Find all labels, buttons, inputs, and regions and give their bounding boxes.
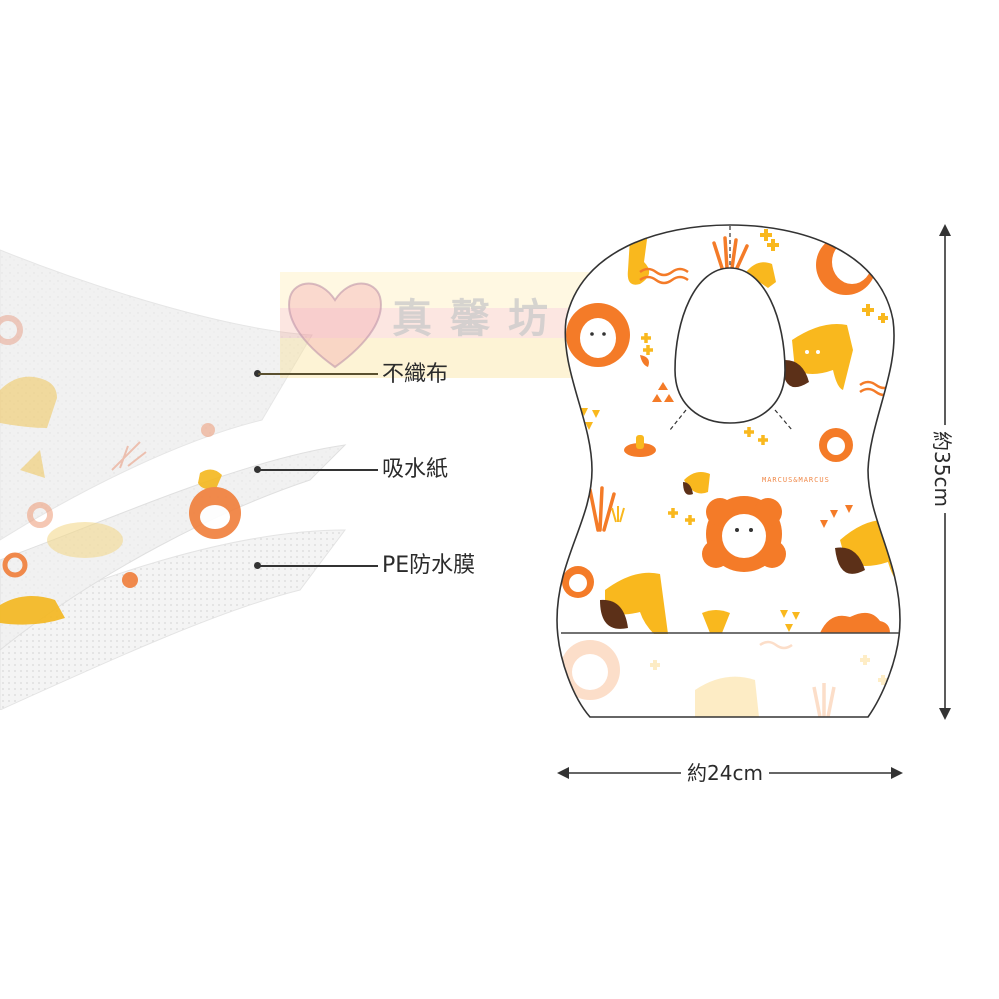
absorbent-paper-layer xyxy=(0,444,347,651)
watermark-title: 真馨坊 xyxy=(392,295,566,342)
layer-label-non-woven: 不織布 xyxy=(382,362,449,387)
brand-logo: MARCUS&MARCUS xyxy=(762,476,830,484)
watermark-band-bottom xyxy=(280,338,606,378)
leader-dot-pe-film xyxy=(254,562,261,569)
store-watermark: 真馨坊 xyxy=(280,272,606,378)
non-woven-layer xyxy=(0,249,313,541)
watermark-band-middle xyxy=(280,308,606,338)
layer-label-pe-film: PE防水膜 xyxy=(382,553,476,578)
leader-dot-absorbent-paper xyxy=(254,466,261,473)
layer-label-absorbent-paper: 吸水紙 xyxy=(382,457,449,482)
bib-outline xyxy=(556,224,901,718)
leader-line-pe-film xyxy=(258,565,378,567)
pe-film-layer xyxy=(0,529,347,710)
leader-dot-non-woven xyxy=(254,370,261,377)
watermark-band-top xyxy=(280,272,606,308)
leader-line-non-woven xyxy=(258,373,378,375)
leader-line-absorbent-paper xyxy=(258,469,378,471)
width-dimension-label: 約24cm xyxy=(681,763,769,783)
height-dimension-label: 約35cm xyxy=(930,425,954,513)
heart-icon xyxy=(288,282,382,369)
material-layers-illustration xyxy=(0,249,347,710)
bib-neck-hole xyxy=(674,267,786,424)
